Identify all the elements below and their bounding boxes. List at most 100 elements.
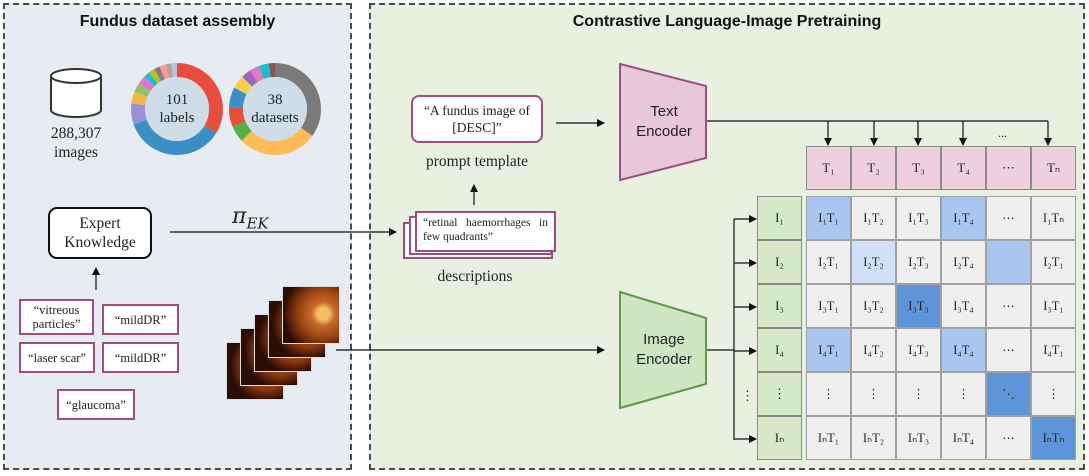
image-encoder: Image Encoder [627,330,701,370]
matrix-cell: ⋮ [896,372,941,416]
description-doc-front: “retinal haemorrhages in few quadrants” [415,211,556,252]
matrix-cell: I₂T₂ [851,240,896,284]
matrix-cell: I₄T₁ [1031,328,1076,372]
donut-segment [229,63,321,155]
matrix-cell: I₄T₂ [851,328,896,372]
matrix-cell: IₙTₙ [1031,416,1076,460]
matrix-cell: ⋮ [806,372,851,416]
matrix-cell: IₙT₂ [851,416,896,460]
keyword-text: “mildDR” [114,312,167,327]
description-text: “retinal haemorrhages in few quadrants” [423,217,548,243]
matrix-cell: I₂T₄ [941,240,986,284]
matrix-cell [986,240,1031,284]
image-arrows-vdots: ⋮ [741,388,754,403]
matrix-cell: I₃T₁ [1031,284,1076,328]
donut-hole [243,77,307,141]
labels-label: labels [159,110,195,126]
keyword-box: “glaucoma” [57,389,135,420]
matrix-cell: I₃T₃ [896,284,941,328]
text-arrows-ellipsis: ... [998,126,1007,140]
pi-ek-symbol: πEK [232,204,269,232]
donut-segment [131,63,223,155]
fundus-image [282,286,340,344]
matrix-cell: ⋯ [986,284,1031,328]
image-token-i4: I₄ [757,328,802,372]
labels-donut-chart [131,63,223,155]
matrix-cell: I₁T₄ [941,196,986,240]
prompt-template-caption: prompt template [425,153,528,170]
matrix-cell: I₃T₁ [806,284,851,328]
donut-segment [229,63,321,155]
donut-segment [229,63,321,155]
text-token-t3: T₃ [896,146,941,190]
matrix-cell: I₄T₁ [806,328,851,372]
matrix-cell: ⋯ [986,416,1031,460]
matrix-cell: I₂T₁ [806,240,851,284]
matrix-cell: I₂T₁ [1031,240,1076,284]
keyword-box: “vitreous particles” [19,299,94,335]
donut-segment [131,63,223,155]
descriptions-caption: descriptions [437,268,513,285]
matrix-cell: I₂T₃ [896,240,941,284]
matrix-cell: IₙT₄ [941,416,986,460]
matrix-cell: IₙT₁ [806,416,851,460]
keyword-box: “mildDR” [102,304,179,335]
right-panel-title: Contrastive Language-Image Pretraining [572,13,882,30]
image-token-i2: I₂ [757,240,802,284]
image-token-in: Iₙ [757,416,802,460]
keyword-box: “mildDR” [102,342,179,373]
datasets-label: datasets [251,110,299,126]
images-count-label: 288,307 images [30,124,122,162]
keyword-text: “vitreous particles” [32,303,81,331]
text-token-ellipsis: ⋯ [986,146,1031,190]
prompt-template-box: “A fundus image of [DESC]” [411,95,543,143]
text-token-t2: T₂ [851,146,896,190]
expert-line1: Expert [79,215,121,232]
donut-hole [145,77,209,141]
matrix-cell: ⋮ [1031,372,1076,416]
labels-donut-center: 101 labels [142,91,212,127]
datasets-count: 38 [267,92,283,108]
text-encoder-line1: Text [650,103,678,120]
matrix-cell: I₁Tₙ [1031,196,1076,240]
datasets-donut-center: 38 datasets [240,91,310,127]
matrix-cell: I₄T₄ [941,328,986,372]
similarity-matrix: I₁T₁ I₁T₂ I₁T₃ I₁T₄ ⋯ I₁Tₙ I₂T₁ I₂T₂ I₂T… [806,196,1076,460]
matrix-cell: I₃T₄ [941,284,986,328]
matrix-cell: I₁T₁ [806,196,851,240]
keyword-box: “laser scar” [19,342,95,373]
matrix-cell: ⋱ [986,372,1031,416]
text-encoder-line2: Encoder [636,123,692,140]
labels-count: 101 [165,92,189,108]
text-token-t4: T₄ [941,146,986,190]
image-encoder-line1: Image [643,331,685,348]
matrix-cell: IₙT₃ [896,416,941,460]
images-label: images [54,144,98,161]
pi-symbol: π [232,204,247,229]
matrix-cell: ⋮ [851,372,896,416]
left-panel-title: Fundus dataset assembly [79,13,276,30]
matrix-cell: ⋯ [986,328,1031,372]
database-icon [50,68,102,118]
images-count: 288,307 [50,125,102,142]
prompt-template-text: “A fundus image of [DESC]” [423,103,531,135]
image-encoder-shape [619,290,707,410]
donut-segment [131,63,223,155]
image-token-i3: I₃ [757,284,802,328]
datasets-donut-chart [229,63,321,155]
image-token-vdots: ⋮ [757,372,802,416]
keyword-text: “laser scar” [28,350,86,365]
text-encoder-shape [619,62,707,182]
matrix-cell: ⋮ [941,372,986,416]
pi-subscript: EK [246,214,269,233]
expert-line2: Knowledge [64,234,136,251]
image-token-i1: I₁ [757,196,802,240]
matrix-cell: I₁T₂ [851,196,896,240]
text-token-t1: T₁ [806,146,851,190]
matrix-cell: I₁T₃ [896,196,941,240]
matrix-cell: ⋯ [986,196,1031,240]
matrix-cell: I₄T₃ [896,328,941,372]
expert-knowledge-box: Expert Knowledge [48,207,152,259]
text-encoder: Text Encoder [627,102,701,142]
